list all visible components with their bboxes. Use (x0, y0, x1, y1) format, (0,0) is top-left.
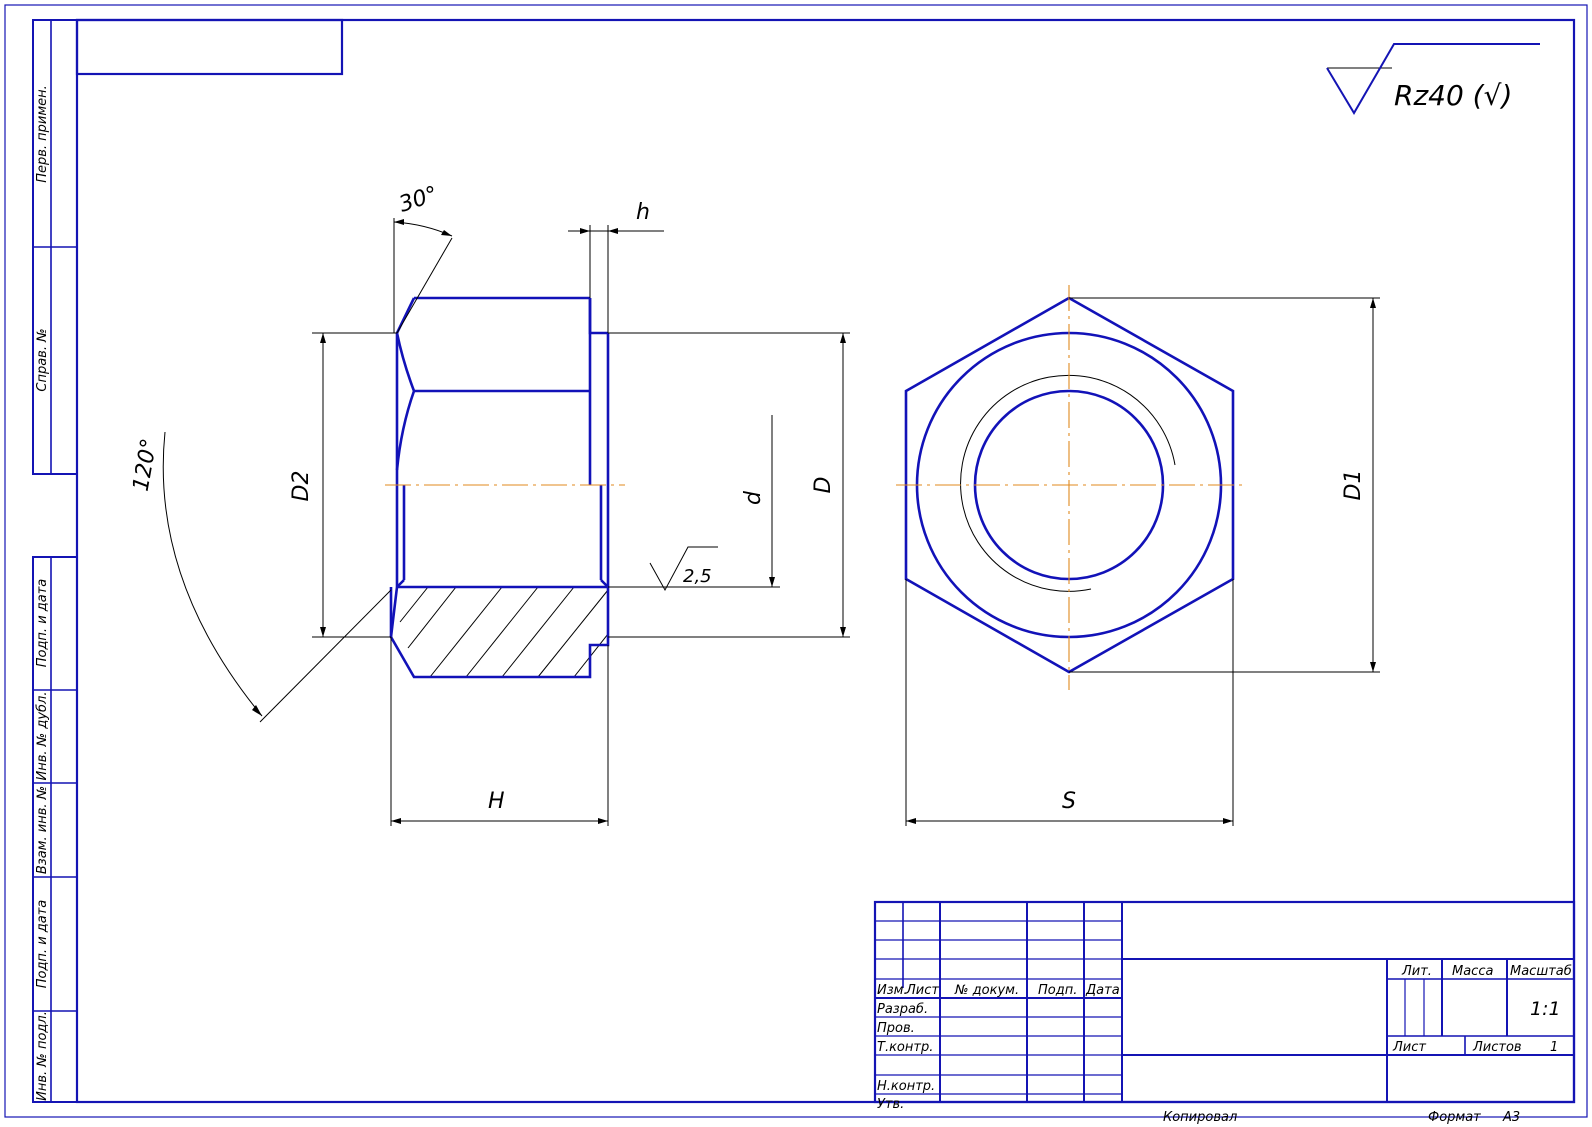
top-left-stamp (75, 18, 344, 76)
footer-format-value: A3 (1502, 1110, 1520, 1125)
tb-podp: Подп. (1038, 983, 1077, 998)
dim-h: h (636, 200, 650, 225)
tb-data: Дата (1085, 983, 1120, 998)
thread-arc (960, 374, 1176, 592)
tb-razrab: Разраб. (877, 1002, 928, 1017)
tb-masshtab: Масштаб (1510, 964, 1572, 979)
side-stamp-column: Перв. примен. Справ. № Подп. и дата Инв.… (32, 19, 78, 1103)
dim-H: H (488, 789, 505, 814)
stamp-sprav-no: Справ. № (35, 328, 50, 391)
tb-tkontr: Т.контр. (877, 1040, 933, 1055)
footer-format-label: Формат (1428, 1110, 1481, 1125)
dim-D2: D2 (289, 471, 314, 502)
roughness-symbol: Rz40 (√) (1326, 43, 1540, 115)
tb-izm: Изм. (877, 983, 908, 998)
dim-D1: D1 (1341, 470, 1366, 501)
tb-sheets-count: 1 (1550, 1040, 1558, 1055)
section-hatching (399, 586, 609, 678)
side-view (896, 285, 1243, 690)
title-block: Изм. Лист № докум. Подп. Дата Разраб. Пр… (873, 900, 1576, 1112)
tb-sheets: Листов (1472, 1040, 1522, 1055)
stamp-vzam-inv: Взам. инв. № (35, 786, 50, 874)
tb-nkontr: Н.контр. (877, 1079, 935, 1094)
stamp-inv-podl: Инв. № подл. (35, 1011, 50, 1101)
tb-sheet: Лист (1392, 1040, 1426, 1055)
tb-utv: Утв. (877, 1097, 904, 1112)
stamp-podp-data-1: Подп. и дата (35, 579, 50, 668)
dim-D: D (811, 477, 836, 494)
footer-copied: Копировал (1163, 1110, 1237, 1125)
tb-prov: Пров. (877, 1021, 915, 1036)
tb-massa: Масса (1452, 964, 1493, 979)
tb-list: Лист (905, 983, 939, 998)
dim-S: S (1062, 789, 1076, 814)
stamp-perv-primen: Перв. примен. (35, 85, 50, 183)
roughness-general-text: Rz40 (√) (1394, 79, 1512, 112)
roughness-bore-text: 2,5 (683, 566, 712, 587)
tb-scale-value: 1:1 (1530, 998, 1561, 1020)
dim-angle-30: 30° (396, 182, 441, 218)
stamp-inv-dubl: Инв. № дубл. (35, 692, 50, 781)
stamp-podp-data-2: Подп. и дата (35, 900, 50, 989)
side-view-dimensions: D1 S (905, 297, 1380, 826)
tb-docnum: № докум. (954, 983, 1019, 998)
front-view-dimensions: 30° h D2 d D 2,5 120° (129, 182, 850, 826)
front-view (385, 296, 625, 679)
sheet-frame (4, 4, 1588, 1118)
footer: Копировал Формат A3 (1163, 1110, 1520, 1125)
dim-angle-120: 120° (129, 437, 163, 494)
tb-lit: Лит. (1401, 964, 1432, 979)
dim-d: d (741, 490, 766, 505)
